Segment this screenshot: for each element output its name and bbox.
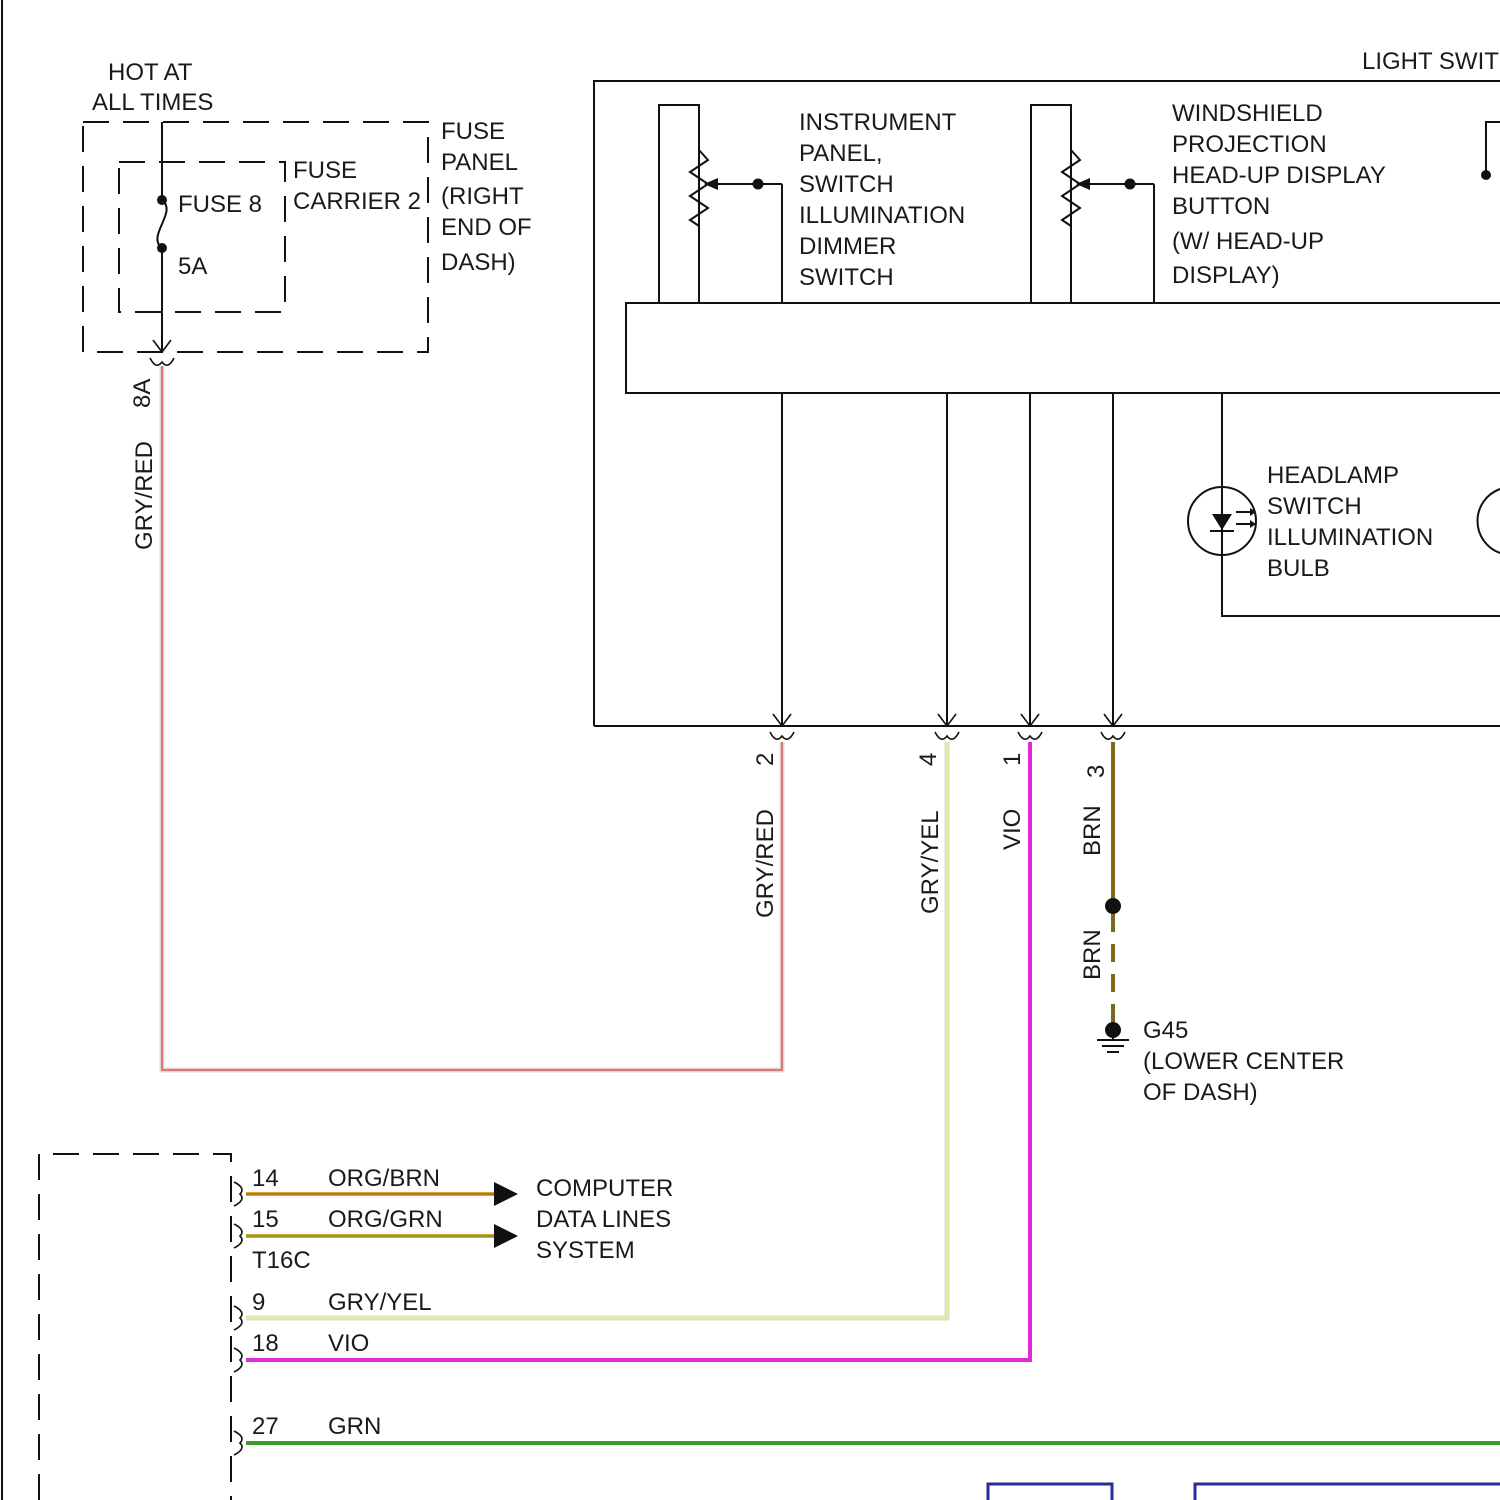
- ground-wire-label: BRN: [1079, 929, 1106, 980]
- pin4-connector-socket-icon: [935, 732, 959, 739]
- hud-switch-frame: [1031, 105, 1071, 303]
- data-lines-label-line3: SYSTEM: [536, 1237, 635, 1264]
- dimmer-label-line1: INSTRUMENT: [799, 109, 957, 136]
- module-pin-14-wire-label: ORG/BRN: [328, 1165, 440, 1192]
- module-pin-18-number: 18: [252, 1330, 279, 1357]
- module-section: 14 ORG/BRN 15 ORG/GRN T16C 9 GRY/YEL 18 …: [39, 1154, 443, 1500]
- light-switch-title: LIGHT SWIT: [1362, 48, 1499, 75]
- switch-pin-1-wire-label: VIO: [999, 809, 1026, 850]
- module-pin-27-wire-label: GRN: [328, 1413, 381, 1440]
- dimmer-switch-frame: [659, 105, 699, 303]
- fuse-panel-label-line1: FUSE: [441, 118, 505, 145]
- hud-label-line6: DISPLAY): [1172, 262, 1280, 289]
- partial-component-box-2: [1195, 1484, 1500, 1500]
- hud-label-line5: (W/ HEAD-UP: [1172, 228, 1324, 255]
- module-connector-name: T16C: [252, 1247, 311, 1274]
- gry-red-wire: [162, 366, 782, 1070]
- data-lines-label-line1: COMPUTER: [536, 1175, 673, 1202]
- pin2-connector-socket-icon: [770, 732, 794, 739]
- fuse-section: HOT AT ALL TIMES FUSE 8 5A FUSE CARRIER …: [83, 59, 532, 550]
- fuse-rating: 5A: [178, 253, 207, 280]
- pin3-connector-socket-icon: [1101, 732, 1125, 739]
- fuse-name: FUSE 8: [178, 191, 262, 218]
- hud-label-line2: PROJECTION: [1172, 131, 1327, 158]
- ground-circuit: BRN G45 (LOWER CENTER OF DASH): [1079, 742, 1344, 1106]
- fuse-panel-label-line5: DASH): [441, 249, 516, 276]
- module-pin-15-number: 15: [252, 1206, 279, 1233]
- dimmer-label-line5: DIMMER: [799, 233, 896, 260]
- partial-switch-element: [1486, 122, 1500, 175]
- fuse-carrier-box: [119, 162, 285, 312]
- module-pin-9-number: 9: [252, 1289, 265, 1316]
- module-pin-18-wire-label: VIO: [328, 1330, 369, 1357]
- bulb-label-line1: HEADLAMP: [1267, 462, 1399, 489]
- data-lines-arrow-2-icon: [494, 1224, 518, 1248]
- ground-terminal-node: [1105, 1022, 1121, 1038]
- fuse-carrier-label-line2: CARRIER 2: [293, 188, 421, 215]
- switch-pin-2-number: 2: [752, 753, 779, 766]
- ground-location-line2: OF DASH): [1143, 1079, 1258, 1106]
- fuse-panel-label-line3: (RIGHT: [441, 183, 524, 210]
- module-pin-9-wire-label: GRY/YEL: [328, 1289, 432, 1316]
- led-diode-icon: [1212, 514, 1232, 530]
- switch-pin-3-number: 3: [1083, 765, 1110, 778]
- pin14-connector-icon: [234, 1182, 242, 1206]
- data-lines-label-line2: DATA LINES: [536, 1206, 671, 1233]
- pin1-connector-socket-icon: [1018, 732, 1042, 739]
- fuse-panel-box: [83, 122, 428, 352]
- fuse-pin-number: 8A: [129, 379, 156, 408]
- hud-wiper-node: [1125, 179, 1136, 190]
- gry-red-wire-shadow: [162, 366, 782, 1070]
- fuse-wire-color-label: GRY/RED: [131, 441, 158, 550]
- fuse-carrier-label-line1: FUSE: [293, 157, 357, 184]
- ground-location-line1: (LOWER CENTER: [1143, 1048, 1344, 1075]
- switch-pin-4-number: 4: [915, 753, 942, 766]
- pin27-connector-icon: [234, 1431, 242, 1455]
- data-lines-arrow-1-icon: [494, 1182, 518, 1206]
- hot-at-times-label-line1: HOT AT: [108, 59, 193, 86]
- partial-switch-node: [1481, 170, 1491, 180]
- dimmer-label-line4: ILLUMINATION: [799, 202, 965, 229]
- dimmer-label-line3: SWITCH: [799, 171, 894, 198]
- module-pin-15-wire-label: ORG/GRN: [328, 1206, 443, 1233]
- dimmer-label-line2: PANEL,: [799, 140, 883, 167]
- hud-wiper-arrow-icon: [1076, 178, 1090, 190]
- switch-pin-1-number: 1: [999, 753, 1026, 766]
- hud-label-line4: BUTTON: [1172, 193, 1270, 220]
- pin18-connector-icon: [234, 1348, 242, 1372]
- partial-bulb-icon: [1477, 489, 1500, 553]
- vio-wire: [246, 742, 1030, 1360]
- dimmer-wiper-node: [753, 179, 764, 190]
- switch-pin-4-wire-label: GRY/YEL: [917, 810, 944, 914]
- dimmer-wiper-arrow-icon: [704, 178, 718, 190]
- module-outline: [39, 1154, 231, 1500]
- bulb-label-line4: BULB: [1267, 555, 1330, 582]
- hot-at-times-label-line2: ALL TIMES: [92, 89, 213, 116]
- switch-pin-3-wire-label: BRN: [1079, 805, 1106, 856]
- internal-bus-bar: [626, 303, 1500, 393]
- ground-name: G45: [1143, 1017, 1188, 1044]
- bulb-label-line3: ILLUMINATION: [1267, 524, 1433, 551]
- hud-label-line3: HEAD-UP DISPLAY: [1172, 162, 1386, 189]
- fuse-element-icon: [157, 200, 166, 248]
- fuse-panel-label-line2: PANEL: [441, 149, 518, 176]
- fuse-panel-label-line4: END OF: [441, 214, 532, 241]
- light-switch-section: LIGHT SWIT INSTRUMENT PANEL, SWITCH ILLU…: [594, 48, 1500, 726]
- bulb-label-line2: SWITCH: [1267, 493, 1362, 520]
- module-pin-14-number: 14: [252, 1165, 279, 1192]
- brn-splice-node: [1105, 898, 1121, 914]
- module-pin-27-number: 27: [252, 1413, 279, 1440]
- hud-label-line1: WINDSHIELD: [1172, 100, 1323, 127]
- dimmer-label-line6: SWITCH: [799, 264, 894, 291]
- switch-pin-labels: 2 GRY/RED 4 GRY/YEL 1 VIO 3 BRN: [752, 753, 1110, 918]
- switch-pin-2-wire-label: GRY/RED: [752, 809, 779, 918]
- pin9-connector-icon: [234, 1306, 242, 1330]
- pin15-connector-icon: [234, 1224, 242, 1248]
- partial-component-box-1: [988, 1484, 1112, 1500]
- fuse-connector-socket-icon: [150, 358, 174, 365]
